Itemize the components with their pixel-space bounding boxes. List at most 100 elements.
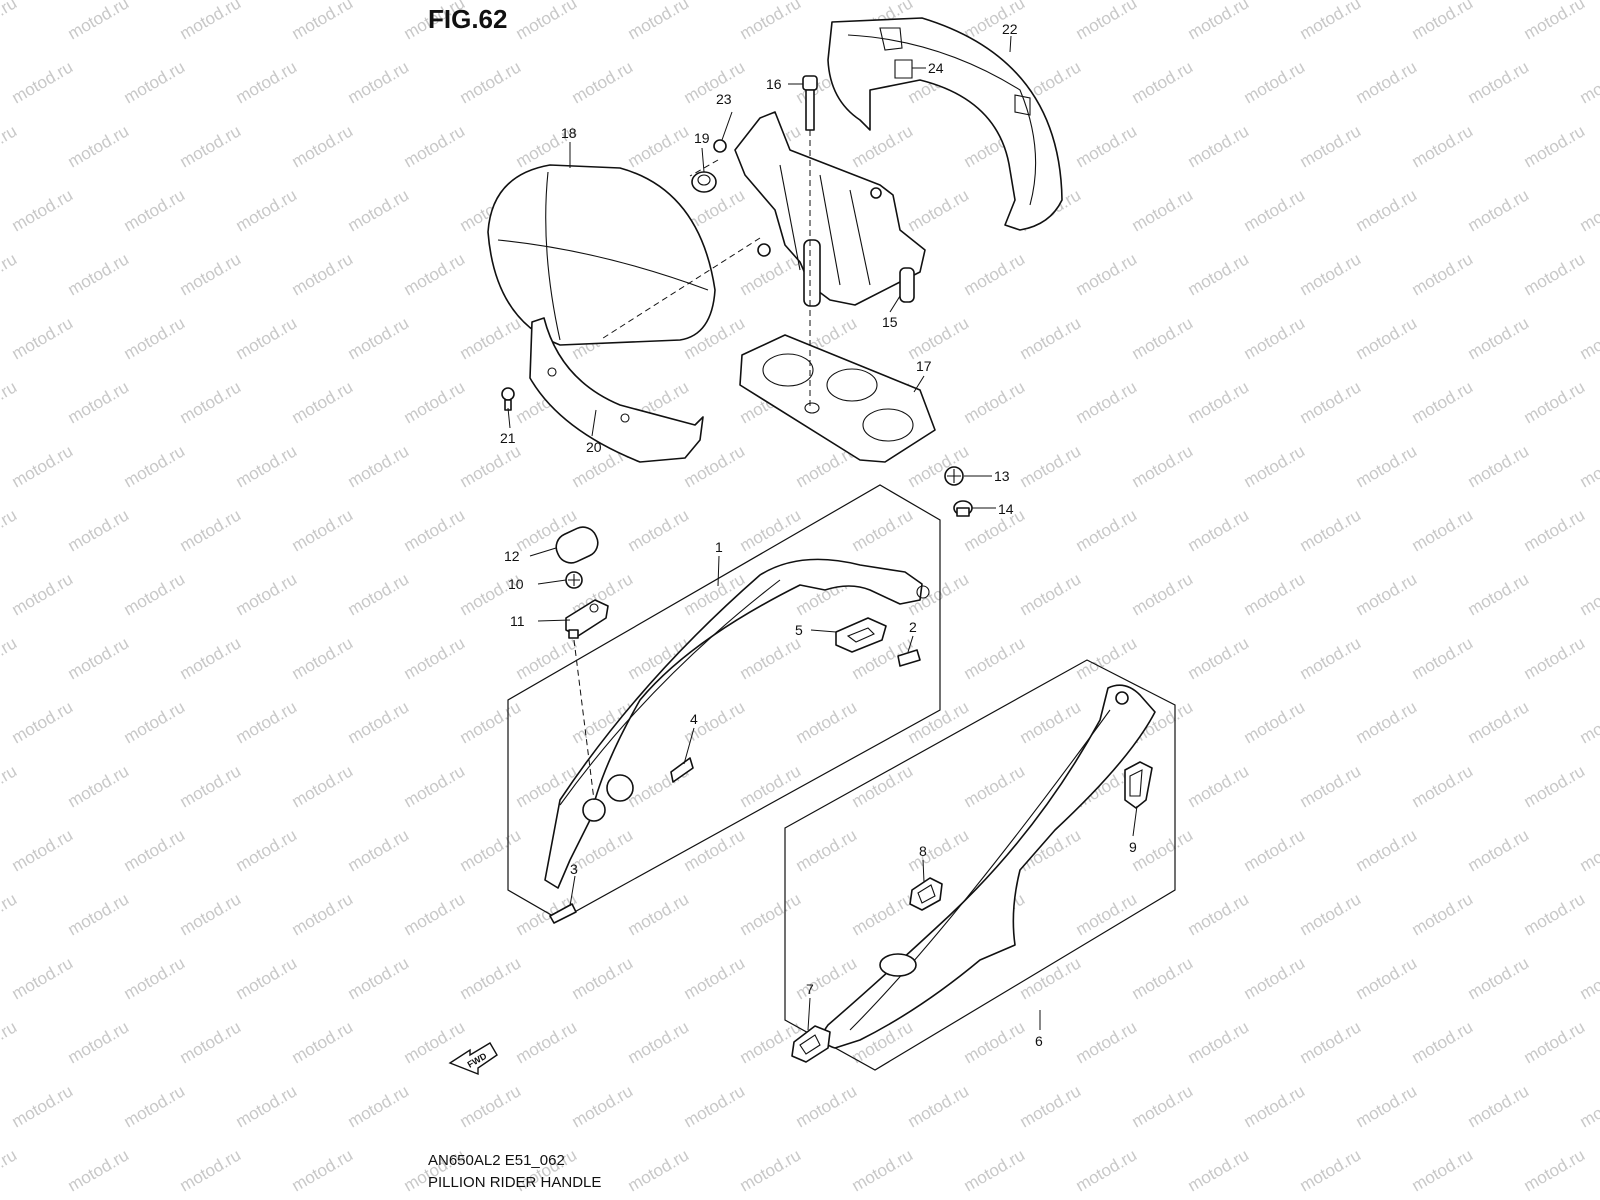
callout-8: 8 <box>919 843 927 859</box>
watermark-text: motod.ru <box>65 1017 133 1067</box>
callout-layer: 1 2 3 4 5 6 7 8 9 10 11 12 13 14 15 16 1… <box>500 21 1138 1049</box>
watermark-text: motod.ru <box>0 505 20 555</box>
watermark-text: motod.ru <box>1577 441 1600 491</box>
watermark-text: motod.ru <box>1465 697 1533 747</box>
watermark-text: motod.ru <box>233 697 301 747</box>
watermark-text: motod.ru <box>1185 1145 1253 1195</box>
watermark-text: motod.ru <box>1353 313 1421 363</box>
watermark-text: motod.ru <box>961 0 1029 43</box>
watermark-text: motod.ru <box>457 953 525 1003</box>
watermark-text: motod.ru <box>737 633 805 683</box>
watermark-text: motod.ru <box>1353 697 1421 747</box>
watermark-text: motod.ru <box>9 1081 77 1131</box>
watermark-text: motod.ru <box>681 1081 749 1131</box>
watermark-text: motod.ru <box>1521 0 1589 43</box>
watermark-text: motod.ru <box>1465 185 1533 235</box>
watermark-text: motod.ru <box>1353 1081 1421 1131</box>
bolt-part-16 <box>802 75 818 131</box>
watermark-text: motod.ru <box>9 57 77 107</box>
callout-10: 10 <box>508 576 524 592</box>
watermark-text: motod.ru <box>65 889 133 939</box>
watermark-text: motod.ru <box>289 377 357 427</box>
watermark-text: motod.ru <box>625 1017 693 1067</box>
watermark-text: motod.ru <box>961 505 1029 555</box>
watermark-text: motod.ru <box>905 441 973 491</box>
callout-6: 6 <box>1035 1033 1043 1049</box>
watermark-text: motod.ru <box>1577 1081 1600 1131</box>
watermark-text: motod.ru <box>1185 505 1253 555</box>
watermark-text: motod.ru <box>1017 441 1085 491</box>
right-handle-part-6 <box>822 684 1156 1049</box>
watermark-text: motod.ru <box>849 889 917 939</box>
watermark-text: motod.ru <box>737 0 805 43</box>
watermark-text: motod.ru <box>1297 249 1365 299</box>
left-handle-group-frame <box>507 484 941 921</box>
watermark-text: motod.ru <box>177 505 245 555</box>
watermark-text: motod.ru <box>0 633 20 683</box>
watermark-text: motod.ru <box>1241 1081 1309 1131</box>
callout-13: 13 <box>994 468 1010 484</box>
watermark-text: motod.ru <box>121 697 189 747</box>
watermark-text: motod.ru <box>289 1017 357 1067</box>
cap-part-12 <box>555 526 599 564</box>
alignment-line-handle <box>573 639 595 801</box>
watermark-text: motod.ru <box>401 633 469 683</box>
watermark-text: motod.ru <box>345 441 413 491</box>
pad-part-9 <box>1124 761 1153 809</box>
watermark-text: motod.ru <box>793 697 861 747</box>
watermark-text: motod.ru <box>625 121 693 171</box>
watermark-text: motod.ru <box>1129 825 1197 875</box>
watermark-text: motod.ru <box>177 121 245 171</box>
watermark-text: motod.ru <box>681 825 749 875</box>
watermark-text: motod.ru <box>401 121 469 171</box>
watermark-text: motod.ru <box>233 825 301 875</box>
watermark-text: motod.ru <box>1185 377 1253 427</box>
watermark-text: motod.ru <box>1185 0 1253 43</box>
watermark-text: motod.ru <box>1409 889 1477 939</box>
watermark-text: motod.ru <box>793 953 861 1003</box>
watermark-text: motod.ru <box>1185 121 1253 171</box>
watermark-text: motod.ru <box>793 825 861 875</box>
watermark-text: motod.ru <box>569 953 637 1003</box>
watermark-text: motod.ru <box>289 761 357 811</box>
watermark-text: motod.ru <box>1577 953 1600 1003</box>
watermark-text: motod.ru <box>121 441 189 491</box>
callout-14: 14 <box>998 501 1014 517</box>
watermark-text: motod.ru <box>121 1081 189 1131</box>
watermark-text: motod.ru <box>0 121 20 171</box>
watermark-text: motod.ru <box>961 633 1029 683</box>
watermark-text: motod.ru <box>1577 57 1600 107</box>
watermark-text: motod.ru <box>1409 761 1477 811</box>
watermark-text: motod.ru <box>65 0 133 43</box>
watermark-text: motod.ru <box>1073 1145 1141 1195</box>
watermark-text: motod.ru <box>121 185 189 235</box>
watermark-text: motod.ru <box>345 697 413 747</box>
watermark-text: motod.ru <box>1465 569 1533 619</box>
watermark-text: motod.ru <box>1521 249 1589 299</box>
callout-7: 7 <box>806 981 814 997</box>
watermark-text: motod.ru <box>1185 249 1253 299</box>
watermark-text: motod.ru <box>1353 953 1421 1003</box>
callout-4: 4 <box>690 711 698 727</box>
watermark-text: motod.ru <box>9 825 77 875</box>
watermark-text: motod.ru <box>177 1017 245 1067</box>
watermark-text: motod.ru <box>121 825 189 875</box>
watermark-text: motod.ru <box>289 633 357 683</box>
watermark-text: motod.ru <box>625 505 693 555</box>
watermark-text: motod.ru <box>1297 1145 1365 1195</box>
watermark-text: motod.ru <box>1241 313 1309 363</box>
callout-21: 21 <box>500 430 516 446</box>
watermark-text: motod.ru <box>1073 377 1141 427</box>
watermark-text: motod.ru <box>681 57 749 107</box>
watermark-text: motod.ru <box>1409 377 1477 427</box>
watermark-text: motod.ru <box>1185 761 1253 811</box>
watermark-text: motod.ru <box>1297 0 1365 43</box>
watermark-text: motod.ru <box>961 377 1029 427</box>
watermark-text: motod.ru <box>1297 505 1365 555</box>
watermark-text: motod.ru <box>1017 569 1085 619</box>
watermark-text: motod.ru <box>233 441 301 491</box>
watermark-text: motod.ru <box>905 185 973 235</box>
collar-part-14 <box>953 500 973 517</box>
watermark-text: motod.ru <box>177 377 245 427</box>
